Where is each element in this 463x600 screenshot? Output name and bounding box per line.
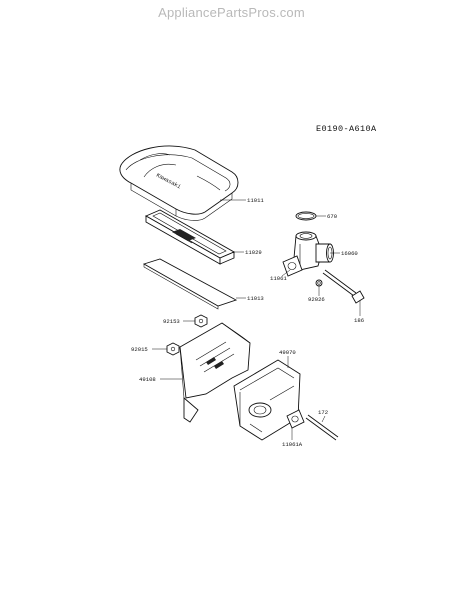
air-cleaner-cover[interactable]: Kawasaki	[119, 145, 239, 221]
label-670: 670	[327, 213, 338, 220]
label-11061A: 11061A	[282, 441, 303, 448]
label-186: 186	[354, 317, 364, 324]
label-92153: 92153	[163, 318, 180, 325]
stud-bolt[interactable]	[305, 414, 339, 441]
elbow-gasket[interactable]	[282, 255, 303, 277]
label-172: 172	[318, 409, 328, 416]
site-header-watermark: AppliancePartsPros.com	[158, 5, 305, 20]
label-49070: 49070	[279, 349, 296, 356]
label-49108: 49108	[139, 376, 156, 383]
flange-nut[interactable]	[194, 314, 208, 328]
air-filter-element[interactable]	[144, 209, 236, 265]
muffler-guard[interactable]	[179, 322, 251, 423]
label-16060: 16060	[341, 250, 358, 257]
label-11061: 11061	[270, 275, 287, 282]
exhaust-gasket[interactable]	[286, 409, 305, 429]
intake-elbow[interactable]	[293, 231, 334, 271]
o-ring[interactable]	[295, 211, 317, 221]
leader-lines	[152, 199, 361, 440]
label-92026: 92026	[308, 296, 325, 303]
small-collar[interactable]	[315, 279, 323, 287]
label-92015: 92015	[131, 346, 148, 353]
diagram-code: E0190-A610A	[316, 124, 377, 134]
label-11013: 11013	[247, 295, 264, 302]
label-11011: 11011	[247, 197, 264, 204]
long-bolt[interactable]	[322, 269, 365, 304]
muffler[interactable]	[233, 359, 301, 441]
label-11029: 11029	[245, 249, 262, 256]
pre-cleaner-pad[interactable]	[142, 258, 238, 310]
hex-nut[interactable]	[166, 342, 180, 356]
part-labels: 11011 11029 11013 670 16060 11061 92026 …	[131, 197, 364, 448]
